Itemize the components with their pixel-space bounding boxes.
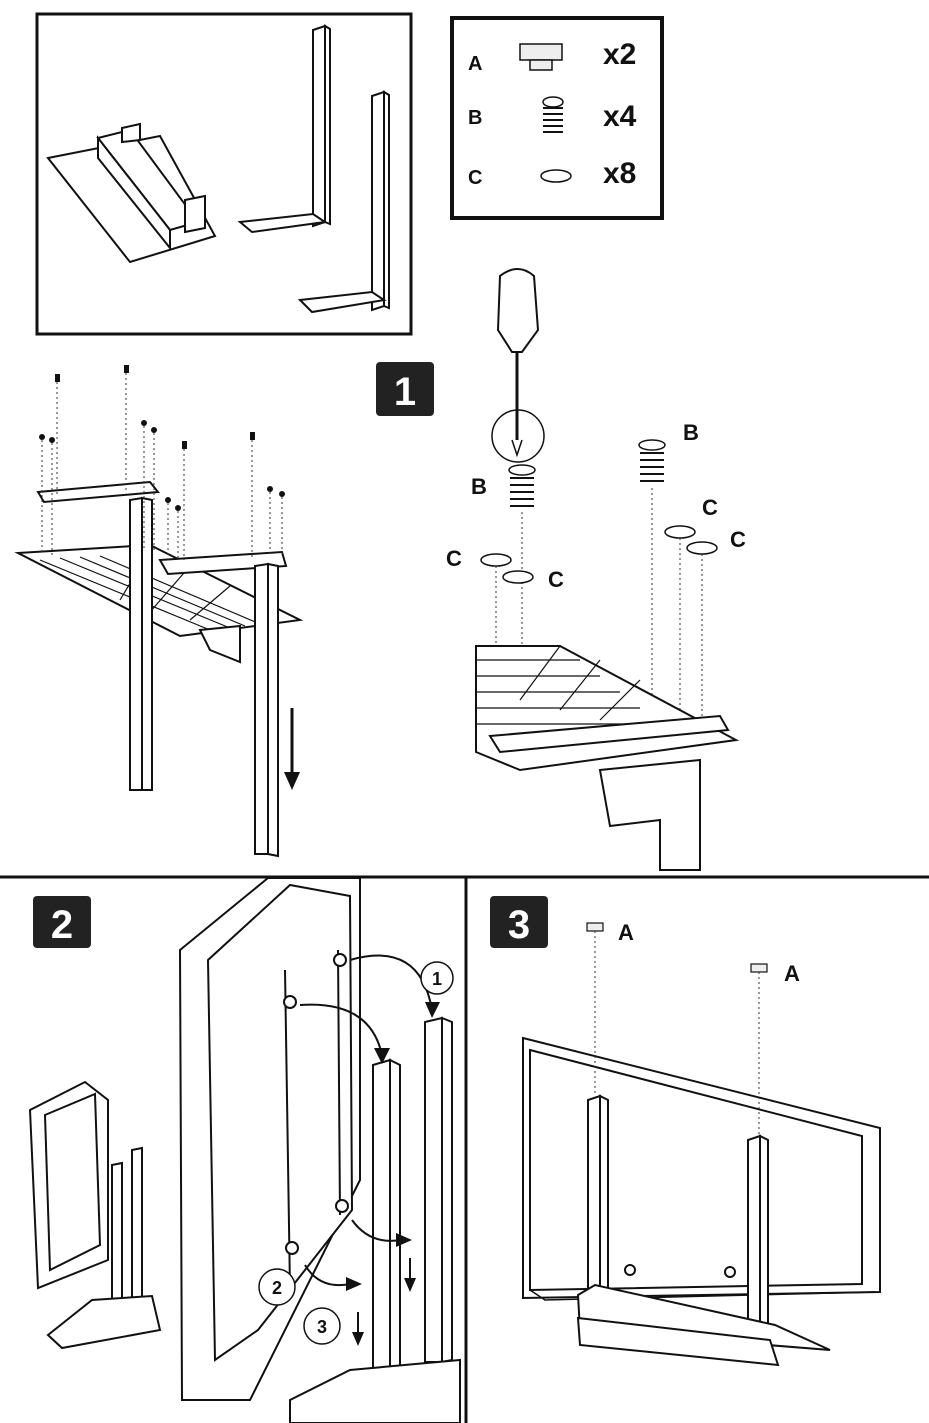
step-3-tv-illustration bbox=[522, 1036, 881, 1301]
down-arrow-icon bbox=[284, 708, 300, 790]
part-label: B bbox=[683, 420, 699, 445]
part-label: A bbox=[784, 961, 800, 986]
step-1-badge: 1 bbox=[376, 362, 434, 416]
washer-icon bbox=[480, 525, 718, 745]
part-letter: C bbox=[468, 167, 482, 189]
step-number: 2 bbox=[51, 903, 73, 947]
part-quantity: x2 bbox=[603, 38, 636, 71]
part-quantity: x8 bbox=[603, 157, 636, 190]
callout-1: 1 bbox=[420, 961, 454, 995]
parts-list-row: B x4 bbox=[468, 96, 637, 133]
callout-number: 2 bbox=[272, 1278, 282, 1298]
curved-arrow-icon bbox=[299, 954, 440, 1346]
screw-icon bbox=[542, 96, 564, 133]
step-3-badge: 3 bbox=[490, 896, 548, 948]
part-letter: B bbox=[468, 107, 482, 129]
step-3-section: 3 A A bbox=[490, 896, 881, 1367]
step-2-section: 2 bbox=[28, 877, 461, 1423]
stand-base-illustration bbox=[46, 122, 217, 264]
part-label: A bbox=[618, 920, 634, 945]
washer-icon bbox=[540, 169, 572, 183]
part-label: B bbox=[471, 474, 487, 499]
parts-list-row: A x2 bbox=[468, 38, 636, 75]
stand-bracket-illustration bbox=[297, 90, 390, 314]
step-1-detail-illustration: B B C C C C bbox=[446, 268, 746, 871]
step-number: 1 bbox=[394, 370, 416, 414]
step-1-section: 1 bbox=[14, 268, 746, 871]
part-letter: A bbox=[468, 53, 482, 75]
parts-overview-panel bbox=[35, 12, 413, 336]
callout-number: 3 bbox=[317, 1317, 327, 1337]
screwdriver-icon bbox=[491, 268, 545, 463]
stand-bracket-illustration bbox=[289, 1016, 461, 1423]
part-label: C bbox=[730, 527, 746, 552]
step-2-badge: 2 bbox=[33, 896, 91, 948]
part-label: C bbox=[446, 546, 462, 571]
stand-bracket-illustration bbox=[237, 24, 331, 234]
cap-icon bbox=[519, 43, 563, 71]
part-quantity: x4 bbox=[603, 100, 637, 133]
callout-3: 3 bbox=[303, 1307, 341, 1345]
screw-icon bbox=[39, 365, 285, 560]
screw-icon bbox=[638, 439, 666, 730]
callout-number: 1 bbox=[432, 969, 442, 989]
cap-icon bbox=[586, 922, 768, 1136]
part-label: C bbox=[702, 495, 718, 520]
step-number: 3 bbox=[508, 903, 530, 947]
step-1-assembly-illustration bbox=[14, 365, 304, 858]
step-2-overview-illustration bbox=[28, 1080, 162, 1350]
callout-2: 2 bbox=[258, 1268, 296, 1306]
parts-list-panel: A x2 B x4 C x8 bbox=[450, 16, 664, 220]
stand-bracket-illustration bbox=[576, 1094, 831, 1367]
part-label: C bbox=[548, 567, 564, 592]
parts-list-row: C x8 bbox=[468, 157, 636, 190]
